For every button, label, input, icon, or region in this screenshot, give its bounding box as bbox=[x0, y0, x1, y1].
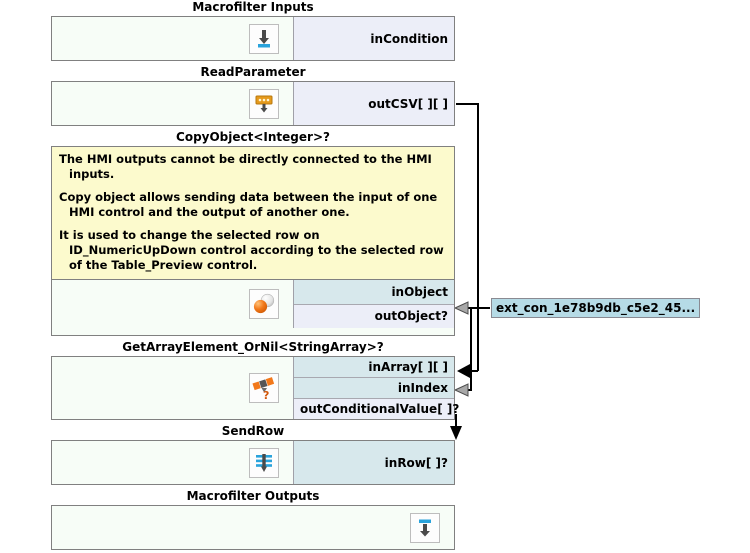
block-macrofilter-inputs[interactable]: Macrofilter Inputs inCondition bbox=[51, 0, 455, 61]
port-inIndex[interactable]: inIndex bbox=[294, 378, 454, 399]
block-title: SendRow bbox=[221, 424, 285, 438]
block-title: CopyObject<Integer>? bbox=[176, 130, 330, 144]
block-canvas-area bbox=[52, 441, 293, 484]
note-spacer-1 bbox=[59, 182, 447, 190]
external-connector-label: ext_con_1e78b9db_c5e2_45... bbox=[496, 301, 696, 315]
two-spheres-icon bbox=[249, 289, 279, 319]
port-list: outCSV[ ][ ] bbox=[293, 82, 454, 125]
note-line-3: It is used to change the selected row on… bbox=[59, 228, 444, 272]
port-outObject[interactable]: outObject? bbox=[294, 304, 454, 328]
download-into-bar-icon bbox=[249, 23, 279, 54]
note-line-1: The HMI outputs cannot be directly conne… bbox=[59, 152, 432, 181]
port-list: inArray[ ][ ] inIndex outConditionalValu… bbox=[293, 357, 459, 419]
port-outConditionalValue[interactable]: outConditionalValue[ ]? bbox=[294, 399, 459, 419]
port-list: inCondition bbox=[293, 17, 454, 60]
port-inArray[interactable]: inArray[ ][ ] bbox=[294, 357, 454, 378]
array-element-question-icon: ? bbox=[249, 373, 279, 403]
block-canvas-area bbox=[52, 280, 293, 328]
block-read-parameter[interactable]: ReadParameter bbox=[51, 65, 455, 126]
port-outCSV[interactable]: outCSV[ ][ ] bbox=[294, 82, 454, 125]
block-canvas-area bbox=[52, 82, 293, 125]
block-title: GetArrayElement_OrNil<StringArray>? bbox=[122, 340, 384, 354]
bar-download-out-icon bbox=[410, 512, 440, 543]
port-inCondition[interactable]: inCondition bbox=[294, 17, 454, 60]
note-line-2: Copy object allows sending data between … bbox=[59, 190, 438, 219]
block-note: The HMI outputs cannot be directly conne… bbox=[52, 147, 454, 280]
block-title: Macrofilter Outputs bbox=[186, 489, 320, 503]
block-title: ReadParameter bbox=[200, 65, 306, 79]
port-inRow[interactable]: inRow[ ]? bbox=[294, 441, 454, 484]
block-copy-object[interactable]: CopyObject<Integer>? The HMI outputs can… bbox=[51, 130, 455, 336]
port-inObject[interactable]: inObject bbox=[294, 280, 454, 305]
block-canvas-area: ? bbox=[52, 357, 293, 419]
block-canvas-area bbox=[52, 17, 293, 60]
block-get-array-element[interactable]: GetArrayElement_OrNil<StringArray>? ? bbox=[51, 340, 459, 420]
send-row-icon bbox=[249, 447, 279, 478]
parameter-download-icon bbox=[249, 88, 279, 119]
port-list: inObject outObject? bbox=[293, 280, 454, 328]
block-canvas-area bbox=[52, 506, 454, 549]
block-macrofilter-outputs[interactable]: Macrofilter Outputs bbox=[51, 489, 455, 550]
block-send-row[interactable]: SendRow inRow[ ]? bbox=[51, 424, 455, 485]
svg-text:?: ? bbox=[263, 389, 269, 400]
external-connector-chip[interactable]: ext_con_1e78b9db_c5e2_45... bbox=[491, 298, 700, 318]
block-title: Macrofilter Inputs bbox=[192, 0, 314, 14]
note-spacer-2 bbox=[59, 220, 447, 228]
port-list: inRow[ ]? bbox=[293, 441, 454, 484]
